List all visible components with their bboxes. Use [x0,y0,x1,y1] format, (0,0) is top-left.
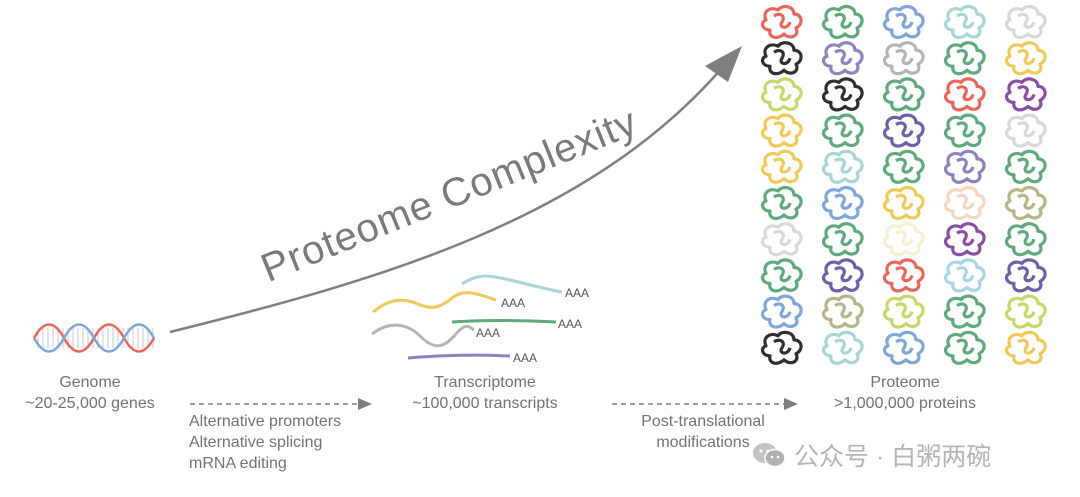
poly-a-tail-3: AAA [558,317,583,331]
protein-icon [943,41,986,76]
protein-icon [1004,113,1047,148]
protein-icon [1004,294,1047,329]
genome-label: Genome ~20-25,000 genes [20,372,160,414]
protein-icon [943,294,986,329]
mechanism-ptm-line2: modifications [656,434,750,451]
poly-a-tail-1: AAA [565,286,590,300]
dna-helix-icon [32,323,156,353]
protein-icon [760,41,803,76]
transcription-mechanisms: Alternative promoters Alternative splici… [189,411,341,474]
protein-grid [760,4,1047,365]
transcript-gray [371,323,475,348]
protein-icon [760,330,803,365]
protein-icon [760,113,803,148]
transcript-green [451,319,557,324]
protein-icon [943,4,986,40]
protein-icon [1004,41,1047,76]
mechanism-ptm-line1: Post-translational [641,413,765,430]
watermark-text: 公众号 · 白粥两碗 [794,443,992,471]
complexity-arrowhead [705,46,742,82]
protein-icon [760,4,803,40]
protein-icon [943,258,986,293]
proteome-name: Proteome [870,374,940,391]
protein-icon [760,222,803,257]
transcriptome-name: Transcriptome [434,374,536,391]
protein-icon [943,149,986,184]
protein-icon [1004,4,1047,40]
poly-a-tail-4: AAA [476,326,501,340]
dashed-arrowhead-2 [784,398,798,410]
protein-icon [1004,330,1047,365]
transcript-teal [461,274,563,294]
genome-count: ~20-25,000 genes [25,395,155,412]
protein-icon [760,77,803,112]
protein-icon [882,113,925,148]
protein-icon [821,294,864,329]
proteome-count: >1,000,000 proteins [834,395,976,412]
protein-icon [882,258,925,293]
poly-a-tail-5: AAA [513,351,538,365]
translation-mechanisms: Post-translational modifications [618,411,788,453]
protein-icon [1004,77,1047,112]
protein-icon [943,77,986,112]
protein-icon [1004,149,1047,184]
protein-icon [943,113,986,148]
protein-icon [943,185,986,221]
protein-icon [882,294,925,329]
protein-icon [1004,185,1047,221]
transcriptome-label: Transcriptome ~100,000 transcripts [395,372,575,414]
protein-icon [882,222,925,257]
protein-icon [882,4,925,40]
protein-icon [821,41,864,76]
protein-icon [943,330,986,365]
protein-icon [821,330,864,365]
protein-icon [882,77,925,112]
protein-icon [821,113,864,148]
dashed-arrowhead-1 [358,398,372,410]
protein-icon [760,185,803,221]
protein-icon [760,294,803,329]
complexity-curve-arrow [169,67,723,334]
mechanism-alt-promoters: Alternative promoters [189,413,342,430]
protein-icon [1004,222,1047,257]
protein-icon [882,330,925,365]
protein-icon [882,41,925,76]
protein-icon [821,149,864,184]
protein-icon [760,258,803,293]
transcripts-illustration [371,274,563,360]
protein-icon [943,222,986,257]
wechat-icon [753,443,786,468]
transcript-purple [407,353,511,360]
transcript-yellow [372,291,497,314]
proteome-label: Proteome >1,000,000 proteins [815,372,995,414]
protein-icon [821,185,864,221]
transcriptome-count: ~100,000 transcripts [412,395,558,412]
protein-icon [1004,258,1047,293]
watermark: 公众号 · 白粥两碗 [752,437,991,473]
protein-icon [760,149,803,184]
protein-icon [882,149,925,184]
poly-a-tail-2: AAA [501,296,526,310]
protein-icon [821,77,864,112]
protein-icon [821,258,864,293]
protein-icon [821,222,864,257]
mechanism-mrna-editing: mRNA editing [189,455,287,472]
protein-icon [882,185,925,221]
protein-icon [821,4,864,40]
genome-name: Genome [59,374,121,391]
mechanism-alt-splicing: Alternative splicing [189,434,323,451]
